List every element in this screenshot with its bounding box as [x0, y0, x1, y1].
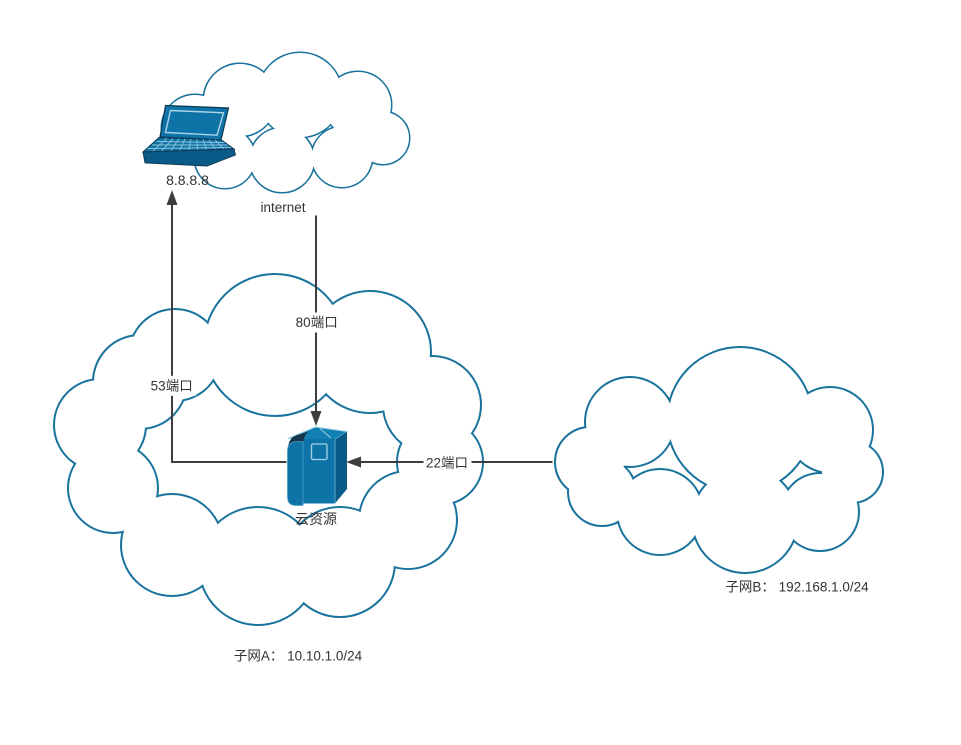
subnet-b-caption: 子网B： 192.168.1.0/24 [725, 580, 869, 595]
arrow-down-icon [310, 411, 322, 426]
port-53-label-bg [147, 375, 196, 396]
port-22-label: 22端口 [426, 456, 468, 471]
internet-label: internet [260, 200, 305, 215]
port-80-label: 80端口 [296, 315, 338, 330]
server-panel-square [310, 443, 328, 461]
edge-labels: internet 53端口 80端口 22端口 [147, 200, 472, 473]
arrow-left-icon [346, 456, 361, 468]
port-53-label: 53端口 [151, 379, 193, 394]
laptop-icon [141, 104, 237, 167]
port-80-label-bg [292, 312, 341, 333]
server-icon [287, 426, 348, 506]
port-22-label-bg [423, 453, 472, 473]
arrow-up-icon [166, 190, 178, 205]
edge-port-53 [166, 190, 287, 463]
device-ip-label: 8.8.8.8 [166, 172, 209, 188]
edge-port-53-line [171, 203, 287, 463]
captions: 8.8.8.8 云资源 子网A： 10.10.1.0/24 子网B： 192.1… [166, 172, 869, 664]
subnet-a-caption: 子网A： 10.10.1.0/24 [234, 649, 363, 664]
server-label: 云资源 [295, 511, 337, 527]
